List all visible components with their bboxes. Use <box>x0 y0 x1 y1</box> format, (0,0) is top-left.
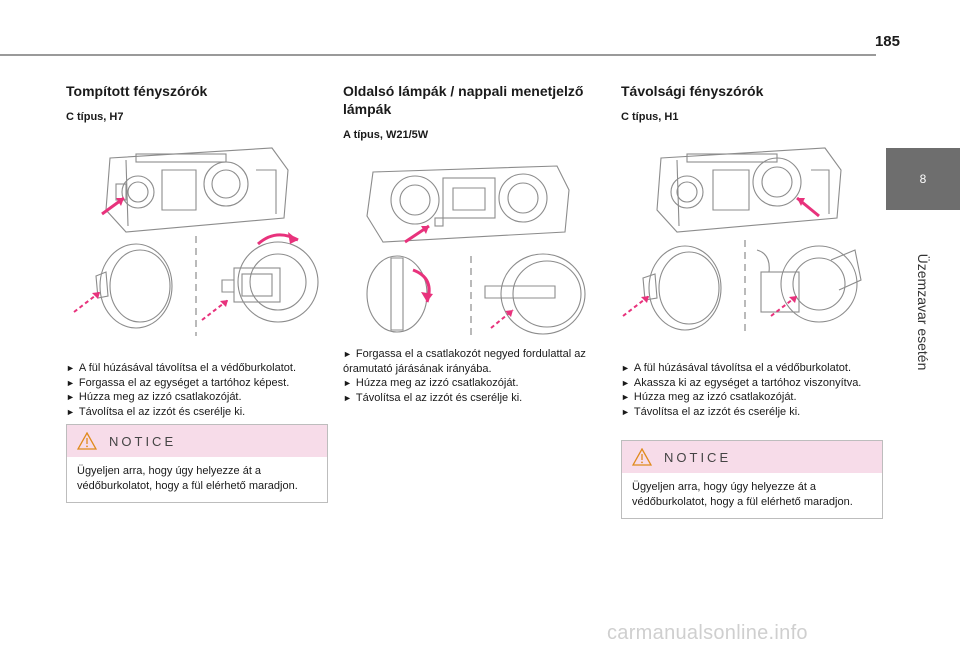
chapter-title: Üzemzavar esetén <box>915 253 931 371</box>
step-marker: ► <box>621 406 630 417</box>
chapter-title-area: Üzemzavar esetén <box>886 214 960 410</box>
step-text: Húzza meg az izzó csatlakozóját. <box>355 377 519 389</box>
step-text: Húzza meg az izzó csatlakozóját. <box>78 391 242 403</box>
step-text: Távolítsa el az izzót és cserélje ki. <box>78 405 246 418</box>
section-title: Oldalsó lámpák / nappali menetjelző lámp… <box>343 83 584 117</box>
notice-box: NOTICE Ügyeljen arra, hogy úgy helyezze … <box>621 440 883 519</box>
step-3: ►Távolítsa el az izzót és cserélje ki. <box>343 391 605 406</box>
step-2: ►Húzza meg az izzó csatlakozóját. <box>343 376 605 391</box>
watermark: carmanualsonline.info <box>607 622 808 644</box>
step-2: ►Forgassa el az egységet a tartóhoz képe… <box>66 376 328 391</box>
warning-icon <box>632 448 652 466</box>
notice-header: NOTICE <box>67 425 327 457</box>
main-beam-headlamp-illustration <box>621 140 881 340</box>
warning-icon <box>77 432 97 450</box>
section-title: Távolsági fényszórók <box>621 83 764 99</box>
notice-box: NOTICE Ügyeljen arra, hogy úgy helyezze … <box>66 424 328 503</box>
step-text: Forgassa el az egységet a tartóhoz képes… <box>78 376 290 389</box>
dipped-beam-headlamp-illustration <box>66 140 326 340</box>
step-text: Távolítsa el az izzót és cserélje ki. <box>633 405 801 418</box>
section-subtitle: C típus, H7 <box>66 111 124 123</box>
step-text: A fül húzásával távolítsa el a védőburko… <box>78 362 296 374</box>
step-marker: ► <box>343 349 352 359</box>
step-list: ►Forgassa el a csatlakozót negyed fordul… <box>343 347 605 405</box>
step-marker: ► <box>66 377 75 388</box>
notice-text: Ügyeljen arra, hogy úgy helyezze át a vé… <box>77 465 298 492</box>
step-text: Húzza meg az izzó csatlakozóját. <box>633 391 797 403</box>
section-main-beam: Távolsági fényszórók C típus, H1 <box>621 82 883 519</box>
notice-header: NOTICE <box>622 441 882 473</box>
step-1: ►A fül húzásával távolítsa el a védőburk… <box>66 361 328 376</box>
step-3: ►Húzza meg az izzó csatlakozóját. <box>66 390 328 405</box>
step-marker: ► <box>343 392 352 403</box>
step-text: Akassza ki az egységet a tartóhoz viszon… <box>633 376 862 389</box>
page-number: 185 <box>874 33 900 50</box>
step-3: ►Húzza meg az izzó csatlakozóját. <box>621 390 883 405</box>
step-marker: ► <box>621 392 630 402</box>
step-2: ►Akassza ki az egységet a tartóhoz viszo… <box>621 376 883 391</box>
step-4: ►Távolítsa el az izzót és cserélje ki. <box>66 405 328 420</box>
step-list: ►A fül húzásával távolítsa el a védőburk… <box>621 361 883 419</box>
step-text: Távolítsa el az izzót és cserélje ki. <box>355 391 523 404</box>
step-1: ►Forgassa el a csatlakozót negyed fordul… <box>343 347 605 376</box>
step-marker: ► <box>343 378 352 388</box>
step-text: A fül húzásával távolítsa el a védőburko… <box>633 362 851 374</box>
notice-text: Ügyeljen arra, hogy úgy helyezze át a vé… <box>632 481 853 508</box>
section-title: Tompított fényszórók <box>66 83 208 99</box>
notice-label: NOTICE <box>109 433 177 449</box>
notice-label: NOTICE <box>664 449 732 465</box>
step-text: Forgassa el a csatlakozót negyed fordula… <box>343 348 586 375</box>
step-marker: ► <box>66 406 75 417</box>
section-side-lamps: Oldalsó lámpák / nappali menetjelző lámp… <box>343 82 603 404</box>
step-marker: ► <box>66 363 75 373</box>
section-subtitle: C típus, H1 <box>621 111 679 123</box>
step-1: ►A fül húzásával távolítsa el a védőburk… <box>621 361 883 376</box>
header-rule <box>0 54 876 56</box>
step-marker: ► <box>621 363 630 373</box>
section-subtitle: A típus, W21/5W <box>343 129 429 141</box>
step-list: ►A fül húzásával távolítsa el a védőburk… <box>66 361 328 419</box>
step-marker: ► <box>66 392 75 402</box>
chapter-tab[interactable]: 8 <box>886 148 960 210</box>
section-dipped-beam: Tompított fényszórók C típus, H7 <box>66 82 328 503</box>
side-lamp-illustration <box>343 160 603 340</box>
step-marker: ► <box>621 377 630 388</box>
chapter-number: 8 <box>919 172 927 186</box>
step-4: ►Távolítsa el az izzót és cserélje ki. <box>621 405 883 420</box>
